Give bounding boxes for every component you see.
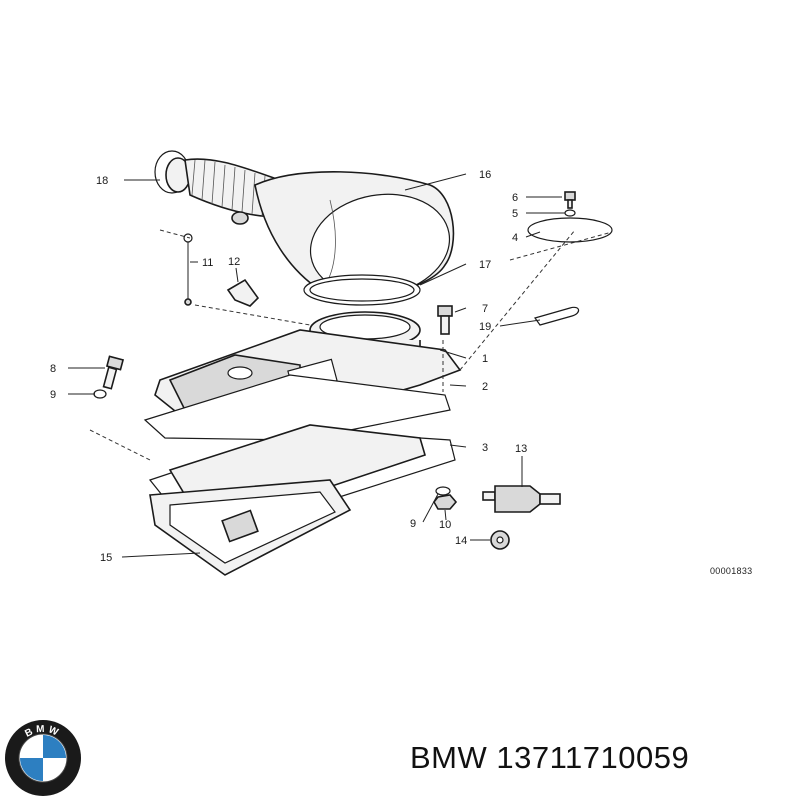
callout-17: 17	[479, 259, 491, 271]
svg-text:BMW: BMW	[23, 724, 62, 740]
callout-3: 3	[482, 442, 488, 454]
callout-18: 18	[96, 175, 108, 187]
base-plate-15	[149, 479, 352, 576]
callout-12: 12	[228, 256, 240, 268]
callout-16: 16	[479, 169, 491, 181]
gasket-part-2	[143, 374, 451, 441]
callout-8: 8	[50, 363, 56, 375]
bolt-part-8	[102, 355, 125, 390]
disc-part-4	[527, 217, 613, 243]
diagram-reference-number: 00001833	[710, 566, 752, 576]
callout-1: 1	[482, 353, 488, 365]
callout-10: 10	[439, 519, 451, 531]
nut-part-10	[433, 494, 458, 510]
callout-9-right: 9	[410, 518, 416, 530]
callout-11: 11	[202, 257, 213, 269]
callout-5: 5	[512, 208, 518, 220]
intake-boot-part	[154, 150, 455, 297]
logo-lettering: BMW	[23, 724, 59, 740]
callout-6: 6	[512, 192, 518, 204]
callout-4: 4	[512, 232, 518, 244]
screw-part-6	[564, 191, 576, 209]
callout-9-left: 9	[50, 389, 56, 401]
callout-7: 7	[482, 303, 488, 315]
callout-19: 19	[479, 321, 491, 333]
bracket-part-12	[226, 278, 260, 307]
callout-2: 2	[482, 381, 488, 393]
callout-14: 14	[455, 535, 467, 547]
leader-lines	[68, 173, 565, 558]
part-caption: BMW 13711710059	[410, 740, 790, 790]
bmw-logo: BMW	[5, 720, 81, 796]
pin-part-11	[183, 233, 193, 306]
washer-part-5	[564, 209, 576, 217]
callout-15: 15	[100, 552, 112, 564]
nut-part-14	[490, 530, 510, 550]
washer-part-9b	[435, 486, 451, 496]
callout-13: 13	[515, 443, 527, 455]
bolt-part-7	[437, 305, 453, 335]
caption-brand: BMW	[410, 740, 488, 775]
clip-part-19	[534, 306, 580, 326]
caption-part-number: 13711710059	[496, 740, 690, 775]
washer-part-9	[93, 389, 107, 399]
mount-part-13	[482, 485, 561, 513]
